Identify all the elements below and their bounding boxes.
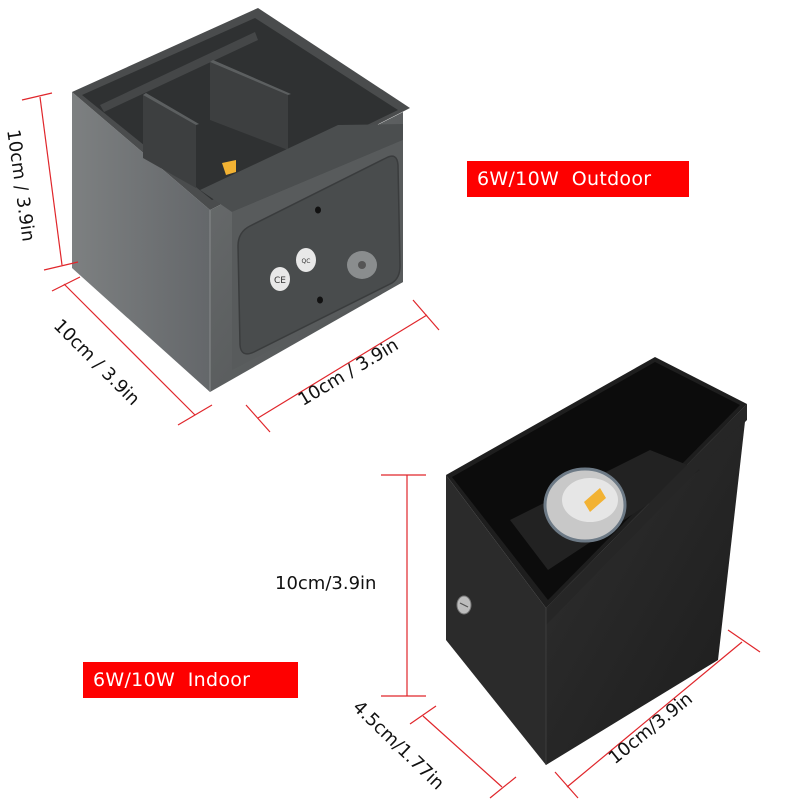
indoor-front-face bbox=[546, 404, 747, 765]
outdoor-badge: 6W/10W Outdoor bbox=[467, 161, 689, 197]
ce-mark-icon bbox=[270, 267, 290, 291]
outdoor-fin-left bbox=[143, 95, 196, 188]
svg-text:QC: QC bbox=[302, 258, 311, 265]
led-chip-icon bbox=[584, 488, 606, 512]
outdoor-lamp: CE QC bbox=[72, 8, 410, 392]
outdoor-fin-right bbox=[210, 62, 288, 150]
rohs-mark-icon bbox=[296, 248, 316, 272]
dimension-lines bbox=[21, 92, 761, 799]
outdoor-side-face bbox=[72, 92, 210, 392]
svg-text:CE: CE bbox=[274, 276, 286, 286]
indoor-badge: 6W/10W Indoor bbox=[83, 662, 298, 698]
mounting-hole-icon bbox=[317, 296, 323, 304]
outdoor-cover-plate bbox=[237, 155, 401, 355]
indoor-lamp bbox=[446, 357, 747, 765]
indoor-height-label: 10cm/3.9in bbox=[275, 573, 377, 594]
indoor-side-face bbox=[446, 475, 546, 765]
led-chip-icon bbox=[222, 160, 236, 175]
mounting-hole-icon bbox=[315, 206, 321, 214]
